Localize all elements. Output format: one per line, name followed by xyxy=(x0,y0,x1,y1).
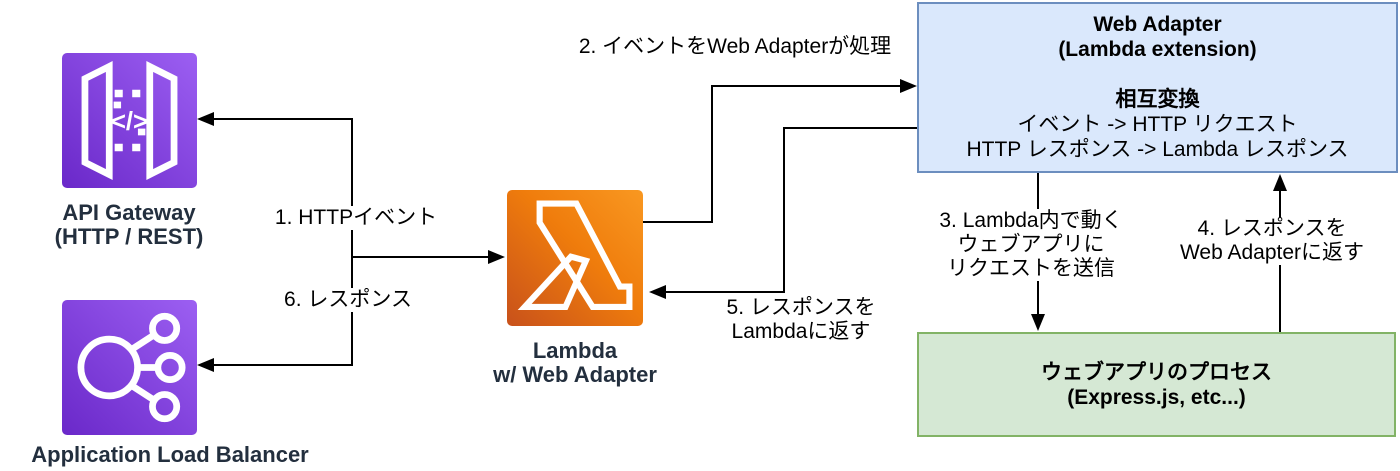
arrow-5-line-segment-a xyxy=(783,127,918,129)
load-balancer-glyph xyxy=(77,312,186,423)
arrow-6-line-to-load-balancer xyxy=(214,364,353,366)
step-6-label: 6. レスポンス xyxy=(248,288,448,312)
web-adapter-spacer xyxy=(919,62,1396,87)
arrowhead-into-lambda-icon xyxy=(488,250,505,264)
arrowhead-back-into-lambda-icon xyxy=(649,285,666,299)
arrow-5-line-segment-c xyxy=(666,291,785,293)
step-2-label: 2. イベントをWeb Adapterが処理 xyxy=(555,35,915,59)
step-5-label: 5. レスポンスを Lambdaに返す xyxy=(701,296,901,344)
lambda-icon xyxy=(507,190,643,326)
arrow-5-line-segment-b xyxy=(783,127,785,293)
web-app-box: ウェブアプリのプロセス (Express.js, etc...) xyxy=(917,332,1396,437)
step-1-text: 1. HTTPイベント xyxy=(274,206,438,229)
step-3-label: 3. Lambda内で動く ウェブアプリに リクエストを送信 xyxy=(931,209,1131,281)
svg-text:</>: </> xyxy=(111,108,148,136)
step-3-line2: ウェブアプリに xyxy=(957,233,1105,256)
web-adapter-title-line1: Web Adapter xyxy=(1093,13,1222,36)
step-6-text: 6. レスポンス xyxy=(284,288,412,311)
arrow-1-line-to-api-gateway xyxy=(214,118,353,120)
api-gateway-icon: </> xyxy=(62,53,197,188)
step-4-line2: Web Adapterに返す xyxy=(1179,241,1365,264)
arrow-2-line-segment-a xyxy=(643,221,713,223)
step-3-line1: 3. Lambda内で動く xyxy=(939,209,1123,232)
step-4-label: 4. レスポンスを Web Adapterに返す xyxy=(1152,217,1392,265)
web-app-title-line1: ウェブアプリのプロセス xyxy=(1041,360,1272,384)
lambda-label-line2: w/ Web Adapter xyxy=(493,362,657,387)
step-5-line1: 5. レスポンスを xyxy=(726,296,876,319)
web-app-title-line2: (Express.js, etc...) xyxy=(1067,385,1246,409)
load-balancer-label-text: Application Load Balancer xyxy=(31,442,309,467)
arrowhead-into-web-adapter-box xyxy=(900,79,917,93)
load-balancer-icon xyxy=(62,300,197,435)
web-adapter-box: Web Adapter (Lambda extension) 相互変換 イベント… xyxy=(917,2,1398,173)
arrowhead-into-web-app-box xyxy=(1031,314,1045,331)
step-5-line2: Lambdaに返す xyxy=(731,320,871,343)
api-gateway-label-line1: API Gateway xyxy=(62,200,196,225)
web-adapter-title-line2: (Lambda extension) xyxy=(1058,38,1257,61)
arrow-line-to-lambda xyxy=(352,256,488,258)
trunk-line-vertical xyxy=(351,118,353,366)
step-4-line1: 4. レスポンスを xyxy=(1197,217,1347,240)
api-gateway-label-line2: (HTTP / REST) xyxy=(54,224,204,249)
step-3-line3: リクエストを送信 xyxy=(947,257,1115,280)
arrow-2-line-segment-c xyxy=(711,85,901,87)
lambda-label: Lambda w/ Web Adapter xyxy=(455,339,695,387)
api-gateway-label: API Gateway (HTTP / REST) xyxy=(9,201,249,249)
step-2-text: 2. イベントをWeb Adapterが処理 xyxy=(578,35,892,58)
web-adapter-conversion-line1: イベント -> HTTP リクエスト xyxy=(1017,113,1298,136)
lambda-glyph xyxy=(517,200,633,311)
web-adapter-subtitle: 相互変換 xyxy=(1115,88,1200,111)
arrowhead-into-load-balancer-icon xyxy=(197,358,214,372)
arrowhead-into-api-gateway-icon xyxy=(197,112,214,126)
web-adapter-conversion-line2: HTTP レスポンス -> Lambda レスポンス xyxy=(966,138,1349,161)
arrow-2-line-segment-b xyxy=(711,85,713,223)
arrowhead-up-into-web-adapter-box xyxy=(1273,174,1287,191)
step-1-label: 1. HTTPイベント xyxy=(256,206,456,230)
load-balancer-label: Application Load Balancer xyxy=(5,443,335,467)
lambda-label-line1: Lambda xyxy=(532,338,618,363)
api-gateway-glyph: </> xyxy=(81,61,178,180)
